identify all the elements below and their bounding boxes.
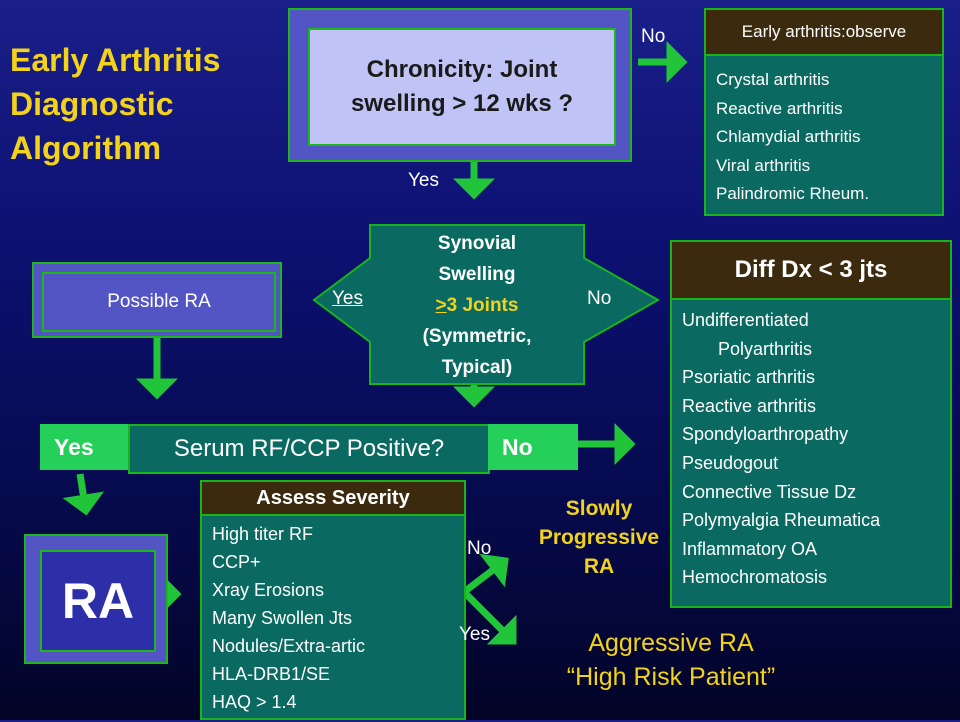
list-item: Undifferentiated (682, 310, 809, 330)
list-item: HLA-DRB1/SE (212, 664, 331, 684)
list-item: Connective Tissue Dz (682, 481, 857, 502)
ra-box: RA (24, 534, 168, 664)
diff-dx-box: Diff Dx < 3 jts Undifferentiated Polyart… (670, 240, 952, 608)
chronicity-box: Chronicity: Joint swelling > 12 wks ? (288, 8, 632, 162)
list-item: Nodules/Extra-artic (212, 636, 366, 656)
list-item: High titer RF (212, 524, 314, 544)
list-item: Chlamydial arthritis (716, 127, 861, 146)
label-no-severity: No (467, 538, 492, 559)
serum-no-box: No (488, 424, 578, 470)
aggressive-ra: Aggressive RA “High Risk Patient” (566, 629, 776, 691)
list-item: Pseudogout (682, 452, 779, 473)
early-arthritis-header: Early arthritis:observe (706, 10, 942, 56)
chronicity-question: Chronicity: Joint swelling > 12 wks ? (308, 28, 616, 146)
list-item: Hemochromatosis (682, 567, 828, 588)
page-title: Early Arthritis Diagnostic Algorithm (10, 42, 221, 166)
list-item: Viral arthritis (716, 155, 811, 175)
list-item: Reactive arthritis (682, 395, 817, 416)
label-yes-severity: Yes (459, 624, 490, 645)
possible-ra-label: Possible RA (42, 272, 276, 332)
diff-dx-header: Diff Dx < 3 jts (672, 242, 950, 300)
list-item: Xray Erosions (212, 580, 325, 600)
arrow-severity-to-slow (461, 553, 509, 595)
assess-severity-header: Assess Severity (202, 482, 464, 516)
label-yes-chronicity: Yes (408, 170, 439, 191)
ra-label: RA (40, 550, 156, 652)
list-item: Many Swollen Jts (212, 608, 353, 628)
serum-question-box: Serum RF/CCP Positive? (128, 424, 490, 474)
early-arthritis-box: Early arthritis:observe Crystal arthriti… (704, 8, 944, 216)
list-item: CCP+ (212, 552, 261, 572)
assess-severity-box: Assess Severity High titer RF CCP+ Xray … (200, 480, 466, 720)
label-no-chronicity: No (641, 26, 666, 47)
label-no-synovial: No (587, 288, 612, 309)
arrow-severity-to-aggressive (461, 589, 517, 645)
synovial-swelling-text: Synovial Swelling >3 Joints (Symmetric, … (422, 233, 532, 378)
list-item: Polyarthritis (718, 338, 813, 359)
list-item: Polymyalgia Rheumatica (682, 510, 881, 531)
slowly-progressive-ra: Slowly Progressive RA (538, 497, 660, 578)
list-item: Inflammatory OA (682, 538, 818, 559)
arrow-yes-to-ra (62, 473, 105, 516)
label-yes-synovial: Yes (332, 288, 363, 309)
serum-yes-box: Yes (40, 424, 132, 470)
possible-ra-box: Possible RA (32, 262, 282, 338)
list-item: Crystal arthritis (716, 70, 830, 89)
list-item: Palindromic Rheum. (716, 184, 870, 203)
list-item: HAQ > 1.4 (212, 692, 297, 712)
synovial-diamond-shape (312, 224, 661, 385)
list-item: Spondyloarthropathy (682, 424, 849, 445)
list-item: Reactive arthritis (716, 98, 843, 118)
list-item: Psoriatic arthritis (682, 367, 816, 388)
